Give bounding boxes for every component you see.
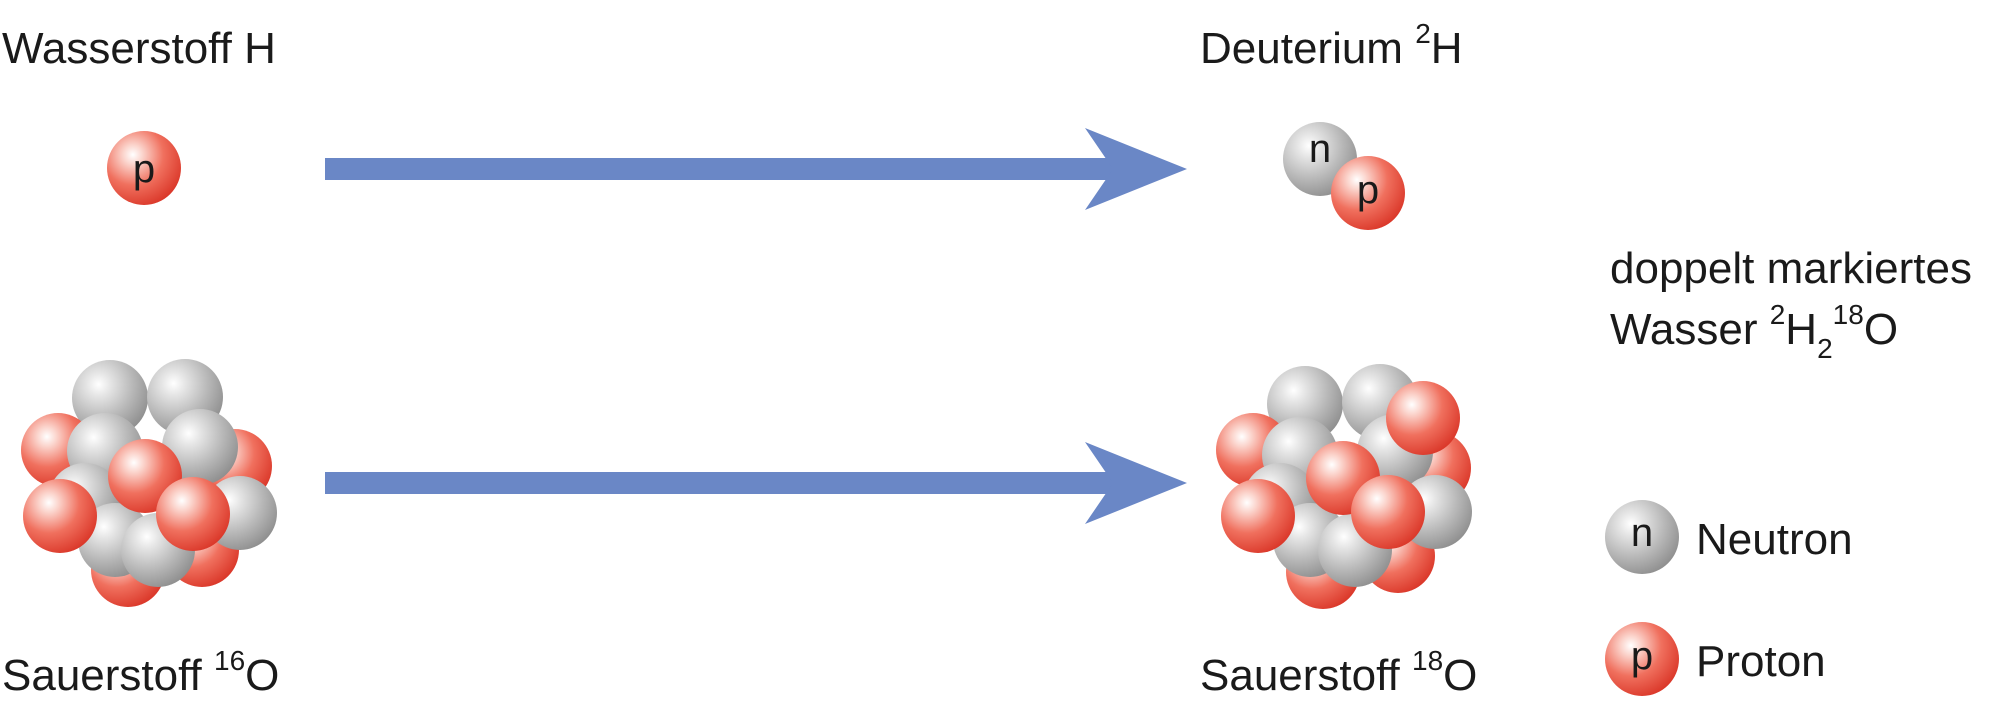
legend-neutron-label: Neutron (1696, 515, 1853, 564)
label-hydrogen: Wasserstoff H (2, 24, 276, 73)
svg-text:p: p (1357, 168, 1379, 212)
arrow-top (325, 128, 1187, 210)
legend-neutron: n Neutron (1605, 500, 1853, 574)
label-oxygen16: Sauerstoff 16O (2, 645, 279, 700)
proton-symbol: p (133, 147, 155, 191)
label-oxygen18: Sauerstoff 18O (1200, 645, 1477, 700)
legend: n Neutron p Proton (1605, 500, 1853, 696)
oxygen16-nucleus (21, 359, 277, 607)
svg-text:n: n (1631, 511, 1653, 555)
svg-text:n: n (1309, 127, 1331, 171)
label-water-line2: Wasser 2H218O (1610, 299, 1898, 364)
label-deuterium: Deuterium 2H (1200, 18, 1463, 73)
legend-proton: p Proton (1605, 622, 1826, 696)
deuterium-proton: p (1331, 156, 1405, 230)
legend-proton-label: Proton (1696, 637, 1826, 686)
oxygen18-nucleus (1216, 364, 1472, 609)
hydrogen-proton: p (107, 131, 181, 205)
deuterium-nucleus: n p (1283, 122, 1405, 230)
svg-text:p: p (1631, 634, 1653, 678)
label-water-line1: doppelt markiertes (1610, 244, 1972, 293)
arrow-bottom (325, 442, 1187, 524)
